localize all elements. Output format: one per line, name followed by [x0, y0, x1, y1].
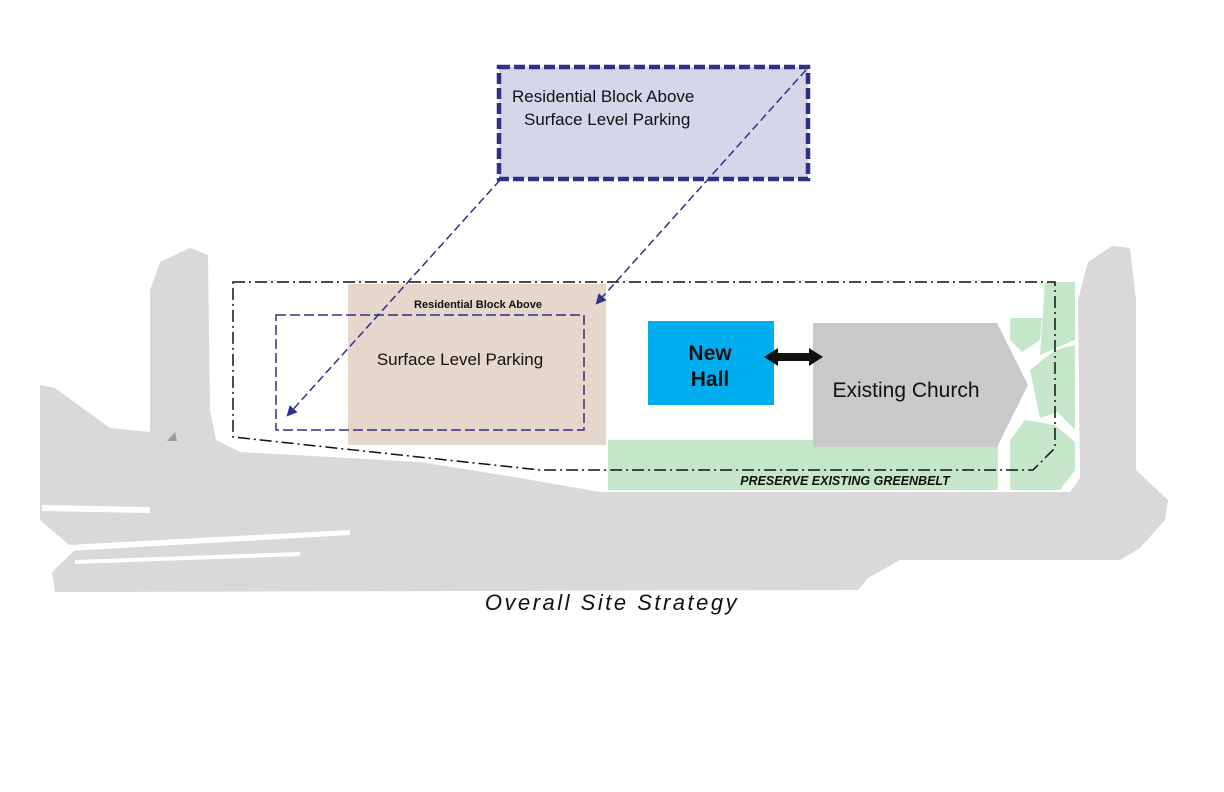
callout-title-line1: Residential Block Above	[512, 87, 694, 106]
new-hall-label-line1: New	[688, 342, 732, 365]
road-strip	[42, 505, 150, 513]
residential-block-above-label: Residential Block Above	[414, 299, 542, 311]
greenbelt-east	[1010, 420, 1075, 490]
greenbelt-east	[1040, 282, 1075, 355]
dashed-arrow-icon	[595, 69, 807, 305]
site-context	[40, 246, 1168, 592]
new-hall	[648, 321, 774, 405]
site-boundary	[232, 281, 1056, 471]
greenbelt-east	[1030, 345, 1075, 430]
dashed-arrow-icon	[286, 179, 501, 417]
road-strip	[68, 530, 350, 551]
new-hall-label-line2: Hall	[691, 368, 730, 391]
triangle-marker	[167, 432, 177, 441]
road-strip	[75, 552, 300, 564]
existing-church-label: Existing Church	[832, 379, 979, 402]
diagram-caption: Overall Site Strategy	[484, 590, 740, 615]
greenbelt	[608, 282, 1075, 490]
greenbelt-label: PRESERVE EXISTING GREENBELT	[740, 474, 951, 488]
parking-area	[348, 284, 606, 445]
parking-outline	[275, 314, 585, 431]
existing-church	[813, 323, 1028, 447]
greenbelt-strip	[608, 440, 998, 490]
callout-title-line2: Surface Level Parking	[524, 110, 690, 129]
surface-level-parking-label: Surface Level Parking	[377, 350, 543, 369]
residential-block-callout	[496, 64, 811, 182]
greenbelt-east	[1010, 318, 1042, 352]
double-arrow-icon	[764, 348, 823, 366]
